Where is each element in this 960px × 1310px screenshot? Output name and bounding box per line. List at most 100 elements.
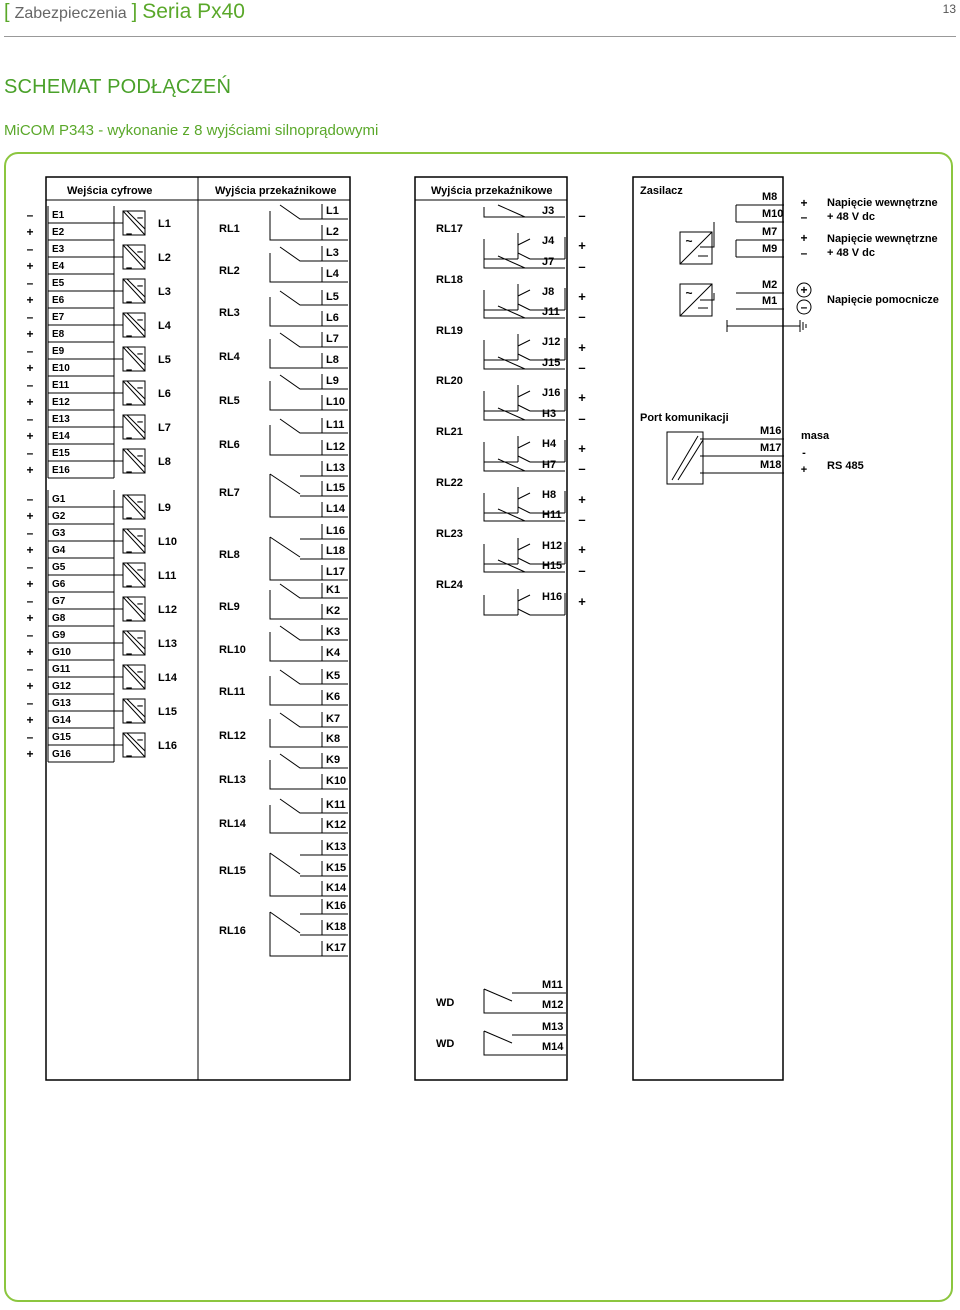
optocoupler-minus: – xyxy=(126,466,132,478)
g-terminal-G16: G16 xyxy=(52,749,71,760)
relay-terminal-J16: J16 xyxy=(542,387,560,399)
watchdog-terminal-M14: M14 xyxy=(542,1041,564,1053)
optocoupler-minus: – xyxy=(126,750,132,762)
relay-terminal-H16: H16 xyxy=(542,591,562,603)
hs-contact-upper xyxy=(483,461,520,472)
power-sign: + xyxy=(800,231,807,245)
g-terminal-G13: G13 xyxy=(52,698,71,709)
changeover-blade xyxy=(269,911,301,934)
relay-terminal-L13: L13 xyxy=(326,462,345,474)
relay-label-RL21: RL21 xyxy=(436,426,463,438)
dc-converter-diagonal xyxy=(679,231,713,265)
polarity-sign: – xyxy=(578,309,585,324)
input-label-L6: L6 xyxy=(158,388,171,400)
header-bracket-open: [ xyxy=(4,1,10,23)
input-label-L3: L3 xyxy=(158,286,171,298)
polarity-sign: – xyxy=(27,560,34,574)
optocoupler-minus: – xyxy=(137,314,143,326)
polarity-sign: – xyxy=(27,412,34,426)
digital-inputs-title: Wejścia cyfrowe xyxy=(67,185,152,197)
e-terminal-E6: E6 xyxy=(52,295,65,306)
relay-terminal-L18: L18 xyxy=(326,545,345,557)
g-terminal-G15: G15 xyxy=(52,732,71,743)
relay-outputs-1-title: Wyjścia przekaźnikowe xyxy=(215,185,336,197)
relay-terminal-L17: L17 xyxy=(326,566,345,578)
power-sign: – xyxy=(801,210,808,224)
optocoupler-diagonal xyxy=(126,210,146,230)
power-sign: – xyxy=(801,246,808,260)
g-terminal-G9: G9 xyxy=(52,630,66,641)
polarity-sign: – xyxy=(27,594,34,608)
optocoupler-diagonal xyxy=(126,244,146,264)
power-terminal-M10: M10 xyxy=(762,208,783,220)
g-terminal-G7: G7 xyxy=(52,596,66,607)
changeover-blade xyxy=(269,852,301,875)
relay-outputs-2-title: Wyjścia przekaźnikowe xyxy=(431,185,552,197)
relay-label-RL10: RL10 xyxy=(219,644,246,656)
contact-return xyxy=(269,339,322,369)
aux-minus-sign: – xyxy=(801,300,808,314)
e-terminal-E11: E11 xyxy=(52,380,70,391)
hs-mosfet-leg xyxy=(517,238,531,246)
relay-terminal-K14: K14 xyxy=(326,882,347,894)
optocoupler-minus: – xyxy=(126,512,132,524)
nc-contact-blade xyxy=(279,798,322,814)
contact-return xyxy=(269,253,322,283)
relay-label-RL8: RL8 xyxy=(219,549,240,561)
polarity-sign: + xyxy=(578,594,586,609)
power-terminal-M9: M9 xyxy=(762,243,777,255)
optocoupler-minus: – xyxy=(126,580,132,592)
relay-label-RL23: RL23 xyxy=(436,528,463,540)
relay-terminal-K6: K6 xyxy=(326,691,340,703)
contact-return xyxy=(269,719,322,748)
e-terminal-E4: E4 xyxy=(52,261,65,272)
power-title: Zasilacz xyxy=(640,185,683,197)
hs-contact-blade xyxy=(497,305,526,319)
contact-return xyxy=(269,676,322,706)
e-terminal-E8: E8 xyxy=(52,329,65,340)
relay-label-RL15: RL15 xyxy=(219,865,246,877)
polarity-sign: + xyxy=(26,225,33,239)
comm-terminal-M16: M16 xyxy=(760,425,781,437)
watchdog-blade xyxy=(483,988,513,1002)
converter-lead xyxy=(700,222,715,248)
optocoupler-diagonal xyxy=(122,630,146,656)
optocoupler-diagonal xyxy=(126,528,146,548)
hs-contact-lower xyxy=(483,340,518,361)
power-sign: + xyxy=(800,196,807,210)
relay-terminal-H3: H3 xyxy=(542,408,556,420)
optocoupler-diagonal xyxy=(126,494,146,514)
optocoupler-diagonal xyxy=(122,698,146,724)
header-rule xyxy=(4,36,956,37)
hs-contact-blade xyxy=(497,407,526,421)
e-terminal-E3: E3 xyxy=(52,244,65,255)
optocoupler-minus: – xyxy=(126,432,132,444)
hs-contact-upper xyxy=(483,562,520,573)
relay-terminal-L7: L7 xyxy=(326,333,339,345)
optocoupler-diagonal xyxy=(122,596,146,622)
polarity-sign: + xyxy=(26,611,33,625)
power-terminal-M8: M8 xyxy=(762,191,777,203)
input-label-L10: L10 xyxy=(158,536,177,548)
input-label-L12: L12 xyxy=(158,604,177,616)
nc-contact-blade xyxy=(279,753,322,769)
relay-terminal-K4: K4 xyxy=(326,647,341,659)
optocoupler-diagonal xyxy=(122,528,146,554)
comm-port-diagonal xyxy=(671,435,699,481)
optocoupler-minus: – xyxy=(126,330,132,342)
relay-terminal-J4: J4 xyxy=(542,235,555,247)
optocoupler-minus: – xyxy=(126,614,132,626)
page-header: [ Zabezpieczenia ] Seria Px40 xyxy=(4,0,245,26)
optocoupler-minus: – xyxy=(137,348,143,360)
relay-terminal-J7: J7 xyxy=(542,256,554,268)
power-terminal-M1: M1 xyxy=(762,295,777,307)
relay-terminal-K12: K12 xyxy=(326,819,346,831)
hs-mosfet-leg xyxy=(517,353,531,361)
hs-contact-blade xyxy=(497,559,526,573)
comm-terminal-M18: M18 xyxy=(760,459,781,471)
e-terminal-E15: E15 xyxy=(52,448,70,459)
relay-terminal-K8: K8 xyxy=(326,733,340,745)
g-terminal-G10: G10 xyxy=(52,647,71,658)
polarity-sign: + xyxy=(26,259,33,273)
relay-terminal-K13: K13 xyxy=(326,841,346,853)
